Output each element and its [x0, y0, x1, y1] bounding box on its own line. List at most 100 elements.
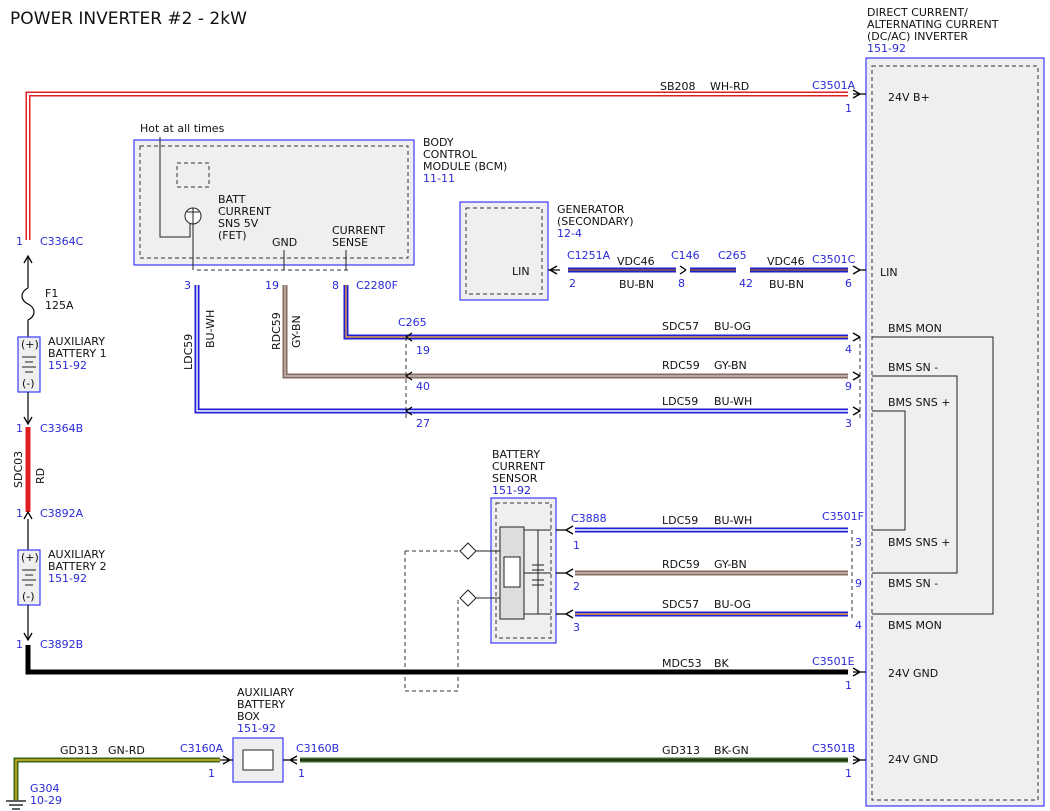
- rdc59-color: GY-BN: [714, 359, 747, 372]
- loop-bms-sn: [872, 375, 958, 574]
- bcm-label-2: CONTROL: [423, 148, 478, 161]
- loop-bms-sns: [872, 410, 906, 531]
- left-column: 1 C3364C F1 125A (+) (-) AUXILIARY BATTE…: [12, 235, 107, 651]
- diagram-title: POWER INVERTER #2 - 2kW: [10, 9, 247, 29]
- batt2-plus: (+): [21, 551, 39, 564]
- ldc59-pin-l: 27: [416, 417, 430, 430]
- bcs-ref: 151-92: [492, 484, 531, 497]
- sb208-circuit: SB208: [660, 80, 696, 93]
- mdc53-connector: C3501E: [812, 655, 855, 668]
- batt1-label-2: BATTERY 1: [48, 347, 107, 360]
- c3892a-pin: 1: [16, 507, 23, 520]
- dcac-inner: [871, 65, 1039, 801]
- bcs-label-1: BATTERY: [492, 448, 540, 461]
- s-rdc-pin-r: 9: [855, 577, 862, 590]
- lin-c146: C146: [671, 249, 700, 262]
- batt1-plus: (+): [21, 338, 39, 351]
- lin-circuit-2: VDC46: [767, 255, 805, 268]
- batt2-minus: (-): [22, 590, 35, 603]
- bcm-gnd: GND: [272, 236, 297, 249]
- c3892b: C3892B: [40, 638, 83, 651]
- ldc59-pin-r: 3: [845, 417, 852, 430]
- sdc57-pin-r: 4: [845, 343, 852, 356]
- vert-ldc-circuit: LDC59: [182, 334, 195, 370]
- mdc53-color: BK: [714, 657, 730, 670]
- vert-rdc-color: GY-BN: [290, 315, 303, 348]
- gd313a-pin: 1: [208, 767, 215, 780]
- s-ldc-pin-l: 1: [573, 539, 580, 552]
- inv-pin-bmsmon-2: BMS MON: [888, 619, 942, 632]
- bcm-hot-label: Hot at all times: [140, 122, 225, 135]
- lin-pin-6: 6: [845, 277, 852, 290]
- generator-module: LIN GENERATOR (SECONDARY) 12-4: [459, 201, 634, 301]
- gen-pin-lin: LIN: [512, 265, 530, 278]
- mdc53-circuit: MDC53: [662, 657, 702, 670]
- gd313b-connector-r: C3501B: [812, 742, 855, 755]
- vert-ldc-color: BU-WH: [204, 310, 217, 348]
- fuse-f1: F1: [45, 287, 58, 300]
- inv-pin-bmssns-2: BMS SNS +: [888, 536, 950, 549]
- gd313a-color: GN-RD: [108, 744, 145, 757]
- c3364b: C3364B: [40, 422, 83, 435]
- ldc59-circuit: LDC59: [662, 395, 698, 408]
- wire-gd313: GD313 GN-RD C3160A 1 C3160B 1 GD313 BK-G…: [6, 742, 866, 810]
- dcac-label-1: DIRECT CURRENT/: [867, 6, 968, 19]
- sdc03-color: RD: [34, 468, 47, 484]
- bcm-wires: LDC59 BU-WH RDC59 GY-BN C265 SDC57 BU-OG…: [182, 285, 861, 430]
- dcac-label-2: ALTERNATING CURRENT: [867, 18, 999, 31]
- mdc53-pin: 1: [845, 679, 852, 692]
- s-sdc-color: BU-OG: [714, 598, 751, 611]
- dcac-ref: 151-92: [867, 42, 906, 55]
- abox-label-2: BATTERY: [237, 698, 285, 711]
- bcm-label-1: BODY: [423, 136, 454, 149]
- rdc59-pin-l: 40: [416, 380, 430, 393]
- sb208-pin: 1: [845, 102, 852, 115]
- gd313b-pin-r: 1: [845, 767, 852, 780]
- gd313b-connector: C3160B: [296, 742, 339, 755]
- s-sdc-pin-r: 4: [855, 619, 862, 632]
- dcac-label-3: (DC/AC) INVERTER: [867, 30, 968, 43]
- batt2-label-1: AUXILIARY: [48, 548, 105, 561]
- ldc59-color: BU-WH: [714, 395, 752, 408]
- gd313b-pin: 1: [298, 767, 305, 780]
- rdc59-circuit: RDC59: [662, 359, 700, 372]
- bcm-batt-3: SNS 5V: [218, 217, 259, 230]
- s-rdc-pin-l: 2: [573, 580, 580, 593]
- s-rdc-circuit: RDC59: [662, 558, 700, 571]
- gen-label-2: (SECONDARY): [557, 215, 634, 228]
- s-sdc-circuit: SDC57: [662, 598, 699, 611]
- s-ldc-color: BU-WH: [714, 514, 752, 527]
- gen-ref: 12-4: [557, 227, 582, 240]
- lin-c3501c: C3501C: [812, 253, 856, 266]
- s-rdc-color: GY-BN: [714, 558, 747, 571]
- bcs-c3888: C3888: [571, 512, 607, 525]
- sdc57-circuit: SDC57: [662, 320, 699, 333]
- fuse-rating: 125A: [45, 299, 74, 312]
- sdc03-circuit: SDC03: [12, 451, 25, 488]
- batt1-minus: (-): [22, 377, 35, 390]
- ground-ref: 10-29: [30, 794, 62, 807]
- gd313a-connector: C3160A: [180, 742, 224, 755]
- bcm-batt-4: (FET): [218, 229, 247, 242]
- battery-current-sensor: BATTERY CURRENT SENSOR 151-92: [404, 448, 557, 692]
- c3892a: C3892A: [40, 507, 84, 520]
- lin-circuit-1: VDC46: [617, 255, 655, 268]
- loop-bms-mon: [872, 336, 994, 615]
- wire-sb208: SB208 WH-RD C3501A 1: [25, 79, 866, 240]
- inv-pin-bmssns-1: BMS SNS +: [888, 396, 950, 409]
- batt2-label-2: BATTERY 2: [48, 560, 107, 573]
- vert-rdc-circuit: RDC59: [270, 312, 283, 350]
- bcs-label-2: CURRENT: [492, 460, 545, 473]
- lin-c265: C265: [718, 249, 747, 262]
- bcm-module: Hot at all times BATT CURRENT SNS 5V (FE…: [133, 122, 507, 292]
- c3364b-pin: 1: [16, 422, 23, 435]
- sensor-wires: C3888 C3501F LDC59 BU-WH 1 3 RDC59 GY-BN…: [556, 510, 864, 634]
- sb208-color: WH-RD: [710, 80, 749, 93]
- bcm-batt-1: BATT: [218, 193, 246, 206]
- lin-color-2: BU-BN: [769, 278, 804, 291]
- wire-mdc53: MDC53 BK C3501E 1: [25, 645, 866, 692]
- gen-label-1: GENERATOR: [557, 203, 625, 216]
- abox-label-3: BOX: [237, 710, 260, 723]
- batt1-ref: 151-92: [48, 359, 87, 372]
